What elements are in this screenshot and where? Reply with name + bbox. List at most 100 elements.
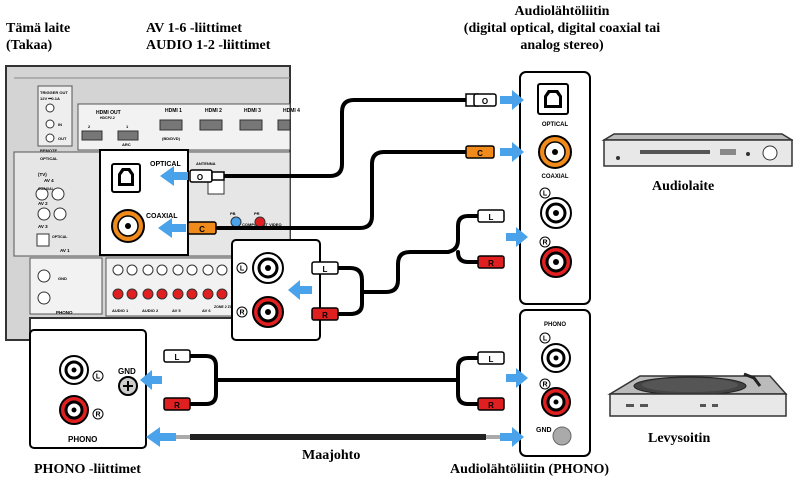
hdmi-port1-text: 1 <box>126 124 129 129</box>
turntable-output-panel: PHONO L R GND <box>519 309 591 457</box>
optical-cable <box>222 98 468 178</box>
panel-av1-text: AV 1 <box>60 248 70 253</box>
audio-output-title-line1: Audiolähtöliitin <box>514 4 610 19</box>
zoom-optical-label: OPTICAL <box>150 161 181 168</box>
zoom-coaxial-label: COAXIAL <box>146 213 178 220</box>
plugs: O O C C L R L R L R L R <box>163 93 505 411</box>
arrow-analog-in <box>288 280 312 300</box>
out-right-marker: R <box>542 240 547 247</box>
arc-text: ARC <box>122 142 131 147</box>
out-phono-left-marker: L <box>543 336 548 343</box>
plug-analog-left-recv-label: L <box>323 265 328 274</box>
trigger-spec-text: 12V ⎓0.1A <box>40 96 60 101</box>
panel-tv-text: (TV) <box>38 172 47 177</box>
out-phono-right-marker: R <box>542 382 547 389</box>
zoom-left-marker: L <box>240 266 245 273</box>
plug-phono-left-tt-label: L <box>489 355 494 364</box>
arrow-optical-out <box>500 90 524 110</box>
turntable-illustration <box>607 372 788 417</box>
zoom-box-phono-inputs: L R GND PHONO <box>29 329 147 449</box>
panel-av5-text: AV 5 <box>172 308 181 313</box>
out-phono-label: PHONO <box>544 322 566 328</box>
av-terminals-line1: AV 1-6 -liittimet <box>146 21 242 36</box>
out-left-marker: L <box>543 191 548 198</box>
panel-pb-text: PB <box>230 211 236 216</box>
panel-audio2-text: AUDIO 2 <box>142 308 159 313</box>
panel-optical2-text: OPTICAL <box>52 235 68 239</box>
plug-analog-left-out-label: L <box>489 213 494 222</box>
plug-analog-right-out-label: R <box>488 259 494 268</box>
zoom-right-marker: R <box>239 310 244 317</box>
zoom-box-digital-inputs: OPTICAL COAXIAL <box>99 149 189 256</box>
arrow-analog-left-out <box>506 227 528 247</box>
phono-cable-left-recv <box>188 354 218 382</box>
arrow-coaxial-in <box>158 218 186 238</box>
phono-cable-right-recv <box>188 378 218 406</box>
hdmi4-text: HDMI 4 <box>283 108 300 114</box>
ground-wire <box>190 434 486 440</box>
audio-device-label: Audiolaite <box>652 179 715 194</box>
phono-right-marker: R <box>95 412 100 419</box>
phono-left-marker: L <box>96 374 101 381</box>
device-title-line1: Tämä laite <box>6 21 71 36</box>
panel-antenna-text: ANTENNA <box>196 161 216 166</box>
hdmi-out-text: HDMI OUT <box>96 110 121 116</box>
av-terminals-line2: AUDIO 1-2 -liittimet <box>146 38 271 53</box>
out-coaxial-label: COAXIAL <box>542 174 569 180</box>
arrow-gnd-tt <box>500 427 524 447</box>
analog-cable-left-upper <box>446 214 480 254</box>
arrow-phono-left-tt <box>506 368 528 388</box>
bd-dvd-text: (BD/DVD) <box>162 136 181 141</box>
phono-zoom-label: PHONO <box>68 435 97 444</box>
plug-optical-out-label: O <box>482 97 488 106</box>
panel-av3-text: AV 3 <box>38 224 48 229</box>
ground-wire-label: Maajohto <box>302 448 361 463</box>
remote-out-text: OUT <box>58 136 67 141</box>
plug-phono-right-tt-label: R <box>488 401 494 410</box>
device-title-line2: (Takaa) <box>6 38 53 53</box>
plug-phono-left-recv-label: L <box>175 353 180 362</box>
audio-output-title-line3: analog stereo) <box>520 38 604 53</box>
hdmi1-text: HDMI 1 <box>165 108 182 114</box>
phono-output-label: Audiolähtöliitin (PHONO) <box>450 462 610 477</box>
trigger-out-text: TRIGGER OUT <box>40 90 68 95</box>
panel-pr-text: PR <box>254 211 260 216</box>
analog-cable-main <box>360 250 450 294</box>
out-gnd-label: GND <box>536 427 552 434</box>
remote-text: REMOTE <box>40 148 57 153</box>
turntable-label: Levysoitin <box>648 431 711 446</box>
remote-in-text: IN <box>58 122 62 127</box>
plug-coaxial-out-label: C <box>477 149 483 158</box>
hdmi3-text: HDMI 3 <box>244 108 261 114</box>
plug-coaxial-recv-label: C <box>199 225 205 234</box>
phono-gnd-label: GND <box>118 367 136 376</box>
audio-device-output-panel: OPTICAL COAXIAL L R <box>519 71 591 305</box>
plug-phono-right-recv-label: R <box>174 401 180 410</box>
analog-cable-left-lower <box>334 266 364 294</box>
panel-gnd-text: GND <box>58 276 67 281</box>
panel-av4-text: AV 4 <box>44 178 54 183</box>
arrow-coaxial-out <box>500 142 524 162</box>
phono-cable-left-tt <box>456 356 480 382</box>
plug-analog-right-recv-label: R <box>322 311 328 320</box>
panel-optical-text: OPTICAL <box>40 156 58 161</box>
phono-terminals-label: PHONO -liittimet <box>34 462 141 477</box>
panel-audio1-text: AUDIO 1 <box>112 308 129 313</box>
cables <box>188 98 480 406</box>
arrow-phono-in <box>140 370 162 390</box>
coaxial-cable <box>216 150 468 230</box>
arrow-gnd-in <box>146 427 176 447</box>
zoom-box-analog-inputs: L R <box>231 239 321 341</box>
hdmi-out-hdcp-text: HDCP2.2 <box>100 116 115 120</box>
audio-output-title-line2: (digital optical, digital coaxial tai <box>463 21 661 36</box>
panel-av2-text: AV 2 <box>38 201 48 206</box>
analog-cable-right-lower <box>334 290 364 316</box>
panel-coaxial-text: COAXIAL <box>38 187 55 191</box>
audio-device-illustration <box>601 133 793 167</box>
signal-arrows <box>140 90 528 447</box>
panel-av6-text: AV 6 <box>202 308 211 313</box>
panel-zone2-text: ZONE 2 ZONE OUT <box>214 305 247 309</box>
out-optical-label: OPTICAL <box>542 122 569 128</box>
plug-optical-recv-label: O <box>197 173 203 182</box>
panel-phono-text: PHONO <box>56 310 73 315</box>
